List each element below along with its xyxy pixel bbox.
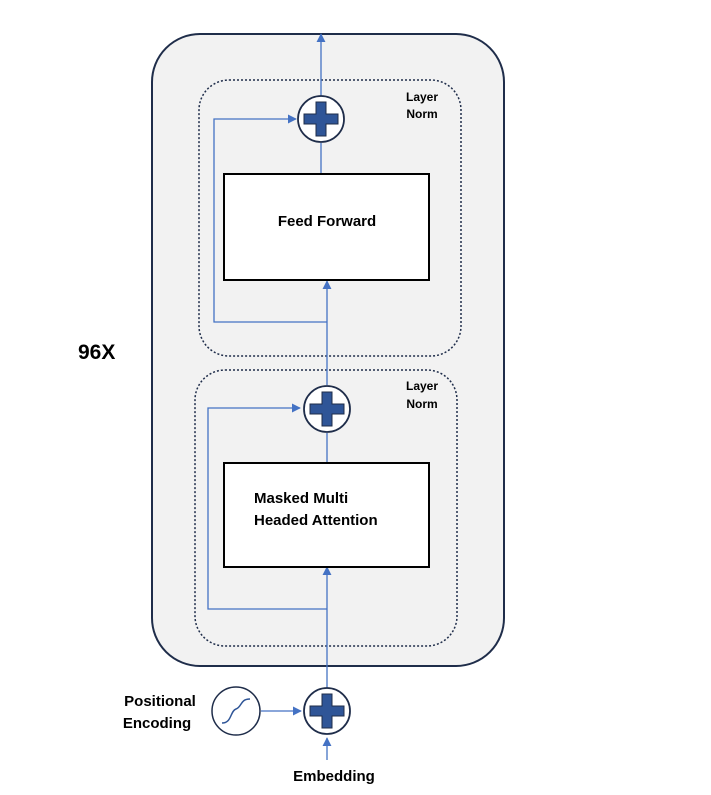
feed-forward-residual-arrow — [213, 114, 327, 323]
layer-norm-top-label-line1: Layer — [406, 90, 438, 104]
attention-sublayer-group — [194, 369, 458, 647]
feed-forward-label: Feed Forward — [278, 213, 376, 230]
attention-residual-arrow — [207, 403, 327, 610]
masked-attention-label-line2: Headed Attention — [254, 512, 378, 529]
layer-norm-top-label-line2: Norm — [406, 107, 437, 121]
add-node-top — [297, 95, 345, 143]
positional-encoding-label-line2: Encoding — [123, 715, 191, 732]
positional-encoding-icon — [211, 686, 261, 736]
positional-encoding-label-line1: Positional — [124, 693, 196, 710]
layer-norm-bottom-label-line2: Norm — [406, 397, 437, 411]
repeat-count-label: 96X — [78, 341, 115, 364]
feed-forward-sublayer-group — [198, 79, 462, 357]
add-node-middle — [303, 385, 351, 433]
layer-norm-bottom-label-line1: Layer — [406, 379, 438, 393]
masked-attention-block — [223, 462, 430, 568]
masked-attention-label-line1: Masked Multi — [254, 490, 348, 507]
feed-forward-block — [223, 173, 430, 281]
add-node-input — [303, 687, 351, 735]
embedding-label: Embedding — [293, 768, 375, 785]
connectors — [207, 33, 332, 760]
